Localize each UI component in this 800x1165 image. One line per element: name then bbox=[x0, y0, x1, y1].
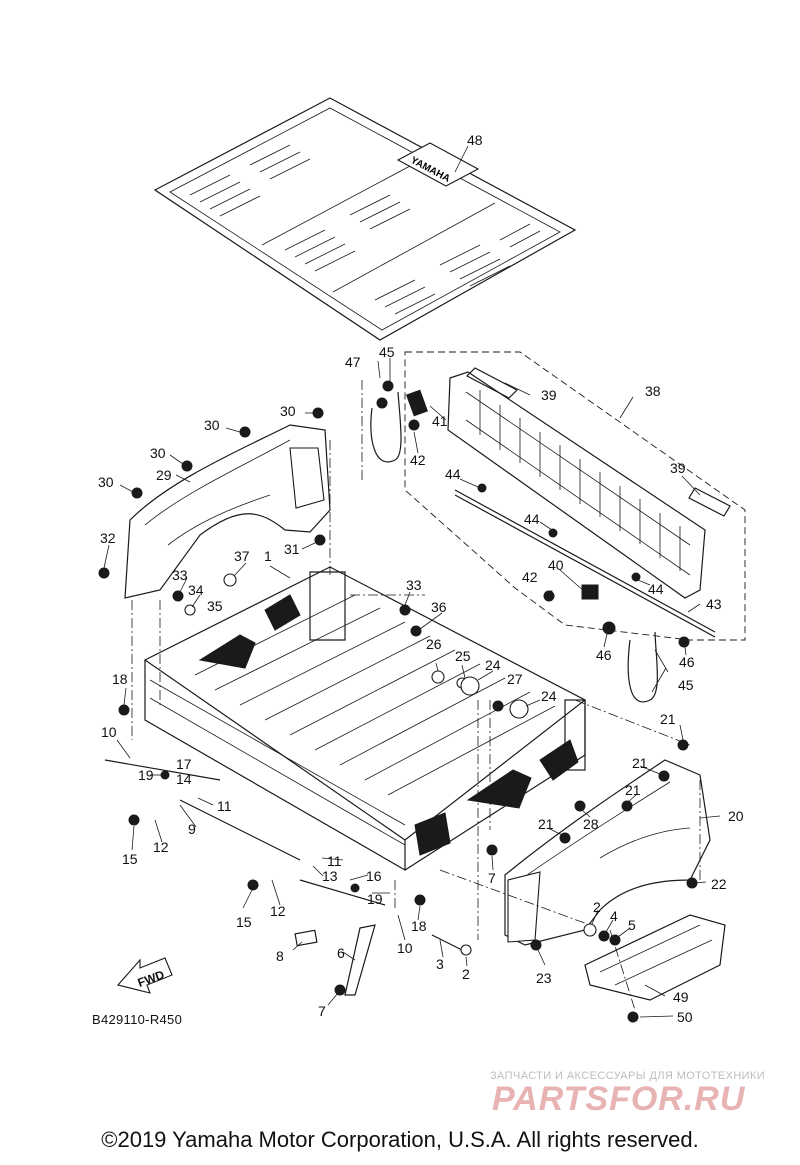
callout-42: 42 bbox=[410, 452, 426, 468]
callout-10b: 10 bbox=[397, 940, 413, 956]
callout-34: 34 bbox=[188, 582, 204, 598]
callout-40: 40 bbox=[548, 557, 564, 573]
skid-plate bbox=[584, 914, 726, 1001]
callout-25: 25 bbox=[455, 648, 471, 664]
callout-19b: 19 bbox=[367, 891, 383, 907]
callout-30d: 30 bbox=[98, 474, 114, 490]
callout-29: 29 bbox=[156, 467, 172, 483]
callout-4: 4 bbox=[610, 908, 618, 924]
callout-46b: 46 bbox=[679, 654, 695, 670]
callout-21c: 21 bbox=[625, 782, 641, 798]
callout-32: 32 bbox=[100, 530, 116, 546]
callout-labels: 48 45 47 39 38 41 42 30 30 30 30 29 44 4… bbox=[98, 132, 744, 1025]
callout-10: 10 bbox=[101, 724, 117, 740]
callout-48: 48 bbox=[467, 132, 483, 148]
callout-44c: 44 bbox=[648, 581, 664, 597]
callout-21b: 21 bbox=[632, 755, 648, 771]
callout-14: 14 bbox=[176, 771, 192, 787]
callout-18b: 18 bbox=[411, 918, 427, 934]
callout-17: 17 bbox=[176, 756, 192, 772]
callout-45b: 45 bbox=[678, 677, 694, 693]
callout-15b: 15 bbox=[236, 914, 252, 930]
latch-linkage bbox=[104, 759, 472, 996]
callout-18: 18 bbox=[112, 671, 128, 687]
callout-21d: 21 bbox=[538, 816, 554, 832]
callout-2: 2 bbox=[462, 966, 470, 982]
callout-49: 49 bbox=[673, 989, 689, 1005]
callout-35: 35 bbox=[207, 598, 223, 614]
callout-47: 47 bbox=[345, 354, 361, 370]
copyright-notice: ©2019 Yamaha Motor Corporation, U.S.A. A… bbox=[101, 1127, 699, 1152]
bed-mat: YAMAHA bbox=[153, 97, 577, 341]
callout-36: 36 bbox=[431, 599, 447, 615]
diagram-code: B429110-R450 bbox=[92, 1012, 183, 1027]
callout-20: 20 bbox=[728, 808, 744, 824]
callout-19: 19 bbox=[138, 767, 154, 783]
callout-22: 22 bbox=[711, 876, 727, 892]
watermark-logo: PARTSFOR.RU bbox=[492, 1080, 746, 1118]
callout-12: 12 bbox=[153, 839, 169, 855]
callout-27: 27 bbox=[507, 671, 523, 687]
callout-30: 30 bbox=[280, 403, 296, 419]
callout-45: 45 bbox=[379, 344, 395, 360]
callout-5: 5 bbox=[628, 917, 636, 933]
callout-30c: 30 bbox=[150, 445, 166, 461]
callout-43: 43 bbox=[706, 596, 722, 612]
leader-lines bbox=[103, 145, 721, 1018]
callout-26: 26 bbox=[426, 636, 442, 652]
callout-38: 38 bbox=[645, 383, 661, 399]
callout-39: 39 bbox=[541, 387, 557, 403]
callout-24: 24 bbox=[485, 657, 501, 673]
tailgate bbox=[404, 351, 746, 641]
callout-30b: 30 bbox=[204, 417, 220, 433]
callout-7b: 7 bbox=[488, 870, 496, 886]
callout-31: 31 bbox=[284, 541, 300, 557]
callout-33: 33 bbox=[172, 567, 188, 583]
callout-11: 11 bbox=[217, 798, 232, 814]
callout-8: 8 bbox=[276, 948, 284, 964]
callout-50: 50 bbox=[677, 1009, 693, 1025]
callout-28: 28 bbox=[583, 816, 599, 832]
callout-33b: 33 bbox=[406, 577, 422, 593]
callout-6: 6 bbox=[337, 945, 345, 961]
bed-side-panel-left bbox=[124, 424, 331, 599]
callout-2b: 2 bbox=[593, 899, 601, 915]
callout-3: 3 bbox=[436, 956, 444, 972]
callout-13: 13 bbox=[322, 868, 338, 884]
fasteners bbox=[98, 380, 698, 1023]
callout-12b: 12 bbox=[270, 903, 286, 919]
callout-11b: 11 bbox=[327, 853, 342, 869]
bed-side-panel-right bbox=[504, 759, 711, 946]
callout-41: 41 bbox=[432, 413, 448, 429]
callout-44: 44 bbox=[445, 466, 461, 482]
callout-21: 21 bbox=[660, 711, 676, 727]
fwd-arrow: FWD bbox=[116, 957, 173, 994]
callout-37: 37 bbox=[234, 548, 250, 564]
callout-44b: 44 bbox=[524, 511, 540, 527]
callout-1: 1 bbox=[264, 548, 272, 564]
callout-46: 46 bbox=[596, 647, 612, 663]
callout-16: 16 bbox=[366, 868, 382, 884]
callout-9: 9 bbox=[188, 821, 196, 837]
watermark-caption: ЗАПЧАСТИ И АКСЕССУАРЫ ДЛЯ МОТОТЕХНИКИ bbox=[490, 1070, 766, 1082]
callout-42b: 42 bbox=[522, 569, 538, 585]
callout-39b: 39 bbox=[670, 460, 686, 476]
cargo-bed bbox=[143, 566, 587, 872]
callout-24b: 24 bbox=[541, 688, 557, 704]
callout-7: 7 bbox=[318, 1003, 326, 1019]
callout-15: 15 bbox=[122, 851, 138, 867]
tailgate-cables bbox=[370, 389, 658, 703]
callout-23: 23 bbox=[536, 970, 552, 986]
